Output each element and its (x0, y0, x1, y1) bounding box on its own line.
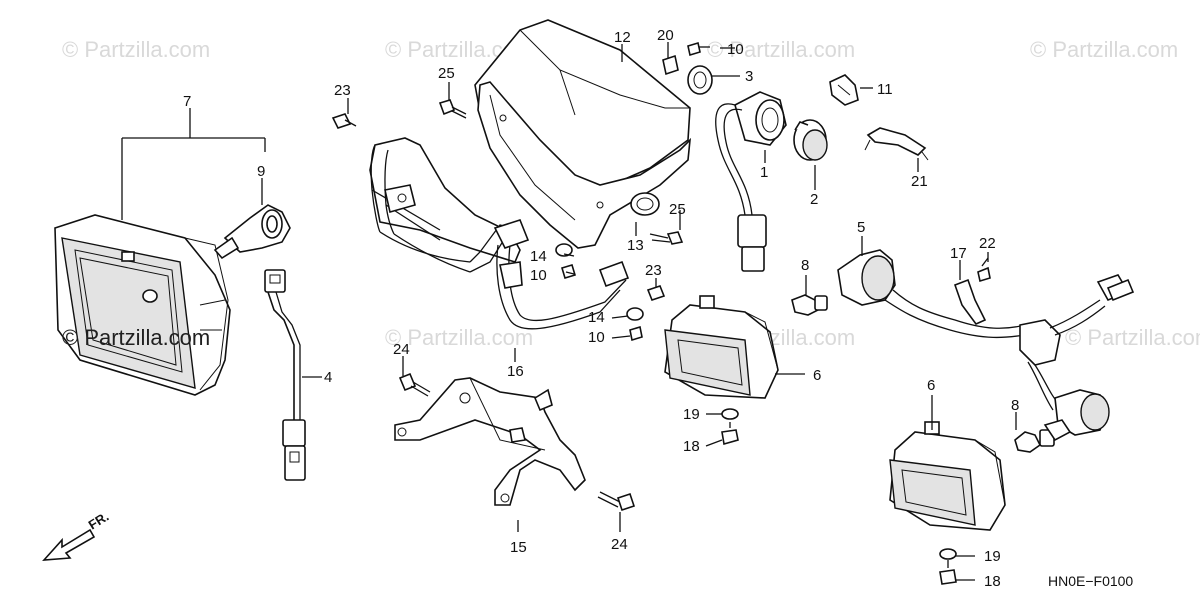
headlight-cover (474, 19, 692, 249)
callout-18-upper: 18 (683, 438, 700, 455)
watermark-top-left: © Partzilla.com (62, 37, 210, 62)
front-label: FR. (86, 509, 112, 533)
wire-clip (829, 74, 859, 106)
leader-lines (121, 42, 1017, 581)
headlight-harness (264, 269, 306, 481)
callout-18-lower: 18 (984, 573, 1001, 590)
callout-24-upper: 24 (393, 341, 410, 358)
headlight-bulb (213, 204, 291, 260)
callout-8-upper: 8 (801, 257, 809, 274)
watermark-main: © Partzilla.com (62, 325, 210, 350)
callout-2: 2 (810, 191, 818, 208)
bolt-23-mid (646, 285, 666, 301)
callout-16: 16 (507, 363, 524, 380)
callout-10-mid: 10 (530, 267, 547, 284)
callout-19-lower: 19 (984, 548, 1001, 565)
washer-19-lower (939, 548, 957, 560)
headlight-bracket (394, 377, 586, 506)
grommet-14-upper (555, 243, 573, 257)
callout-7: 7 (183, 93, 191, 110)
grommet-14-lower (626, 307, 644, 321)
position-bulb-upper (791, 294, 828, 316)
callout-14-lower: 14 (588, 309, 605, 326)
callout-4: 4 (324, 369, 332, 386)
callout-9: 9 (257, 163, 265, 180)
bolt-10-lower (629, 325, 643, 342)
bolt-25-upper (438, 99, 467, 119)
position-light-lower (889, 421, 1006, 531)
bolt-24-upper (398, 372, 431, 397)
bolt-25-mid (649, 231, 684, 245)
callout-1: 1 (760, 164, 768, 181)
callout-23-mid: 23 (645, 262, 662, 279)
headlight-guard (369, 137, 630, 330)
socket-with-wire (715, 91, 787, 272)
watermark-mid-center: © Partzilla.com (385, 325, 533, 350)
watermark-top-mid: © Partzilla.com (707, 37, 855, 62)
callout-21: 21 (911, 173, 928, 190)
socket-cap (793, 119, 828, 161)
watermark-top-right: © Partzilla.com (1030, 37, 1178, 62)
bolt-10-upper (687, 41, 710, 57)
callout-14-upper: 14 (530, 248, 547, 265)
callout-23-upper: 23 (334, 82, 351, 99)
callout-20: 20 (657, 27, 674, 44)
callout-10-lower: 10 (588, 329, 605, 346)
callout-15: 15 (510, 539, 527, 556)
headlight-assembly (54, 214, 231, 396)
watermark-right-center: © Partzilla.com (1065, 325, 1200, 350)
bolt-23-upper (331, 113, 357, 129)
callout-11: 11 (877, 81, 893, 98)
bolt-10-mid (561, 264, 576, 279)
callout-5: 5 (857, 219, 865, 236)
bolt-18-lower (939, 560, 957, 585)
callout-17: 17 (950, 245, 967, 262)
callout-25-mid: 25 (669, 201, 686, 218)
wire-band (864, 127, 929, 161)
position-light-harness (837, 249, 1135, 436)
bolt-18-upper (721, 422, 739, 446)
callout-22: 22 (979, 235, 996, 252)
front-direction-arrow: FR. (42, 509, 112, 561)
callout-12: 12 (614, 29, 631, 46)
position-light-upper (664, 295, 779, 399)
lock-nut (687, 65, 713, 95)
callout-6-lower: 6 (927, 377, 935, 394)
diagram-code: HN0E−F0100 (1048, 573, 1133, 589)
callout-25-upper: 25 (438, 65, 455, 82)
callout-24-lower: 24 (611, 536, 628, 553)
callout-19-upper: 19 (683, 406, 700, 423)
callout-6-upper: 6 (813, 367, 821, 384)
callout-13: 13 (627, 237, 644, 254)
callout-labels: 7 9 4 23 25 12 20 10 3 11 1 2 21 13 25 1… (183, 27, 1019, 590)
clip-nut (662, 54, 679, 76)
callout-3: 3 (745, 68, 753, 85)
callout-10-upper: 10 (727, 41, 744, 58)
screw-22 (977, 257, 991, 283)
position-bulb-lower (1014, 419, 1072, 453)
washer-19-upper (721, 408, 739, 420)
bolt-24-lower (597, 491, 636, 512)
callout-8-lower: 8 (1011, 397, 1019, 414)
